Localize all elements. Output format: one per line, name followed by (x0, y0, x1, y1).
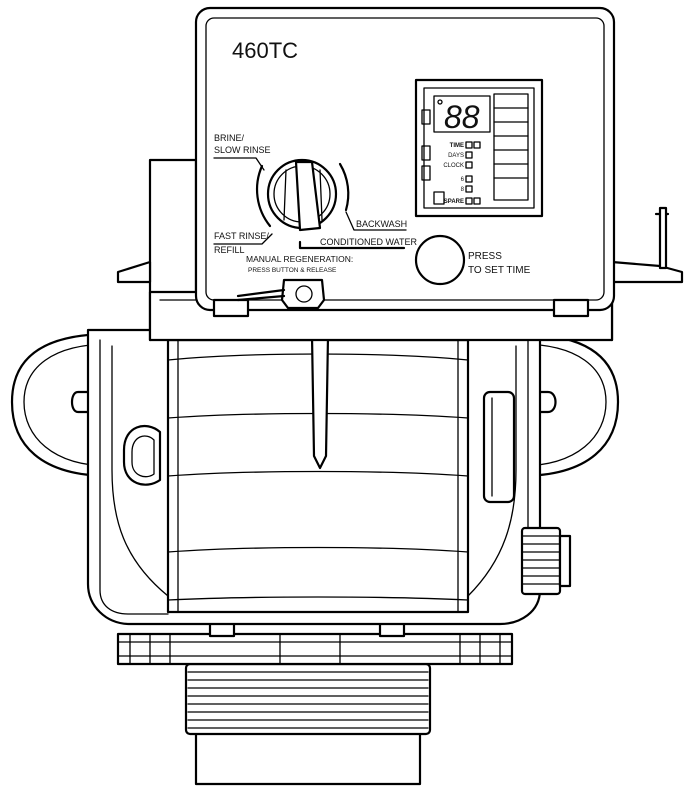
bottom-flange (116, 620, 514, 666)
timer-label-time: TIME (450, 143, 464, 149)
label-conditioned-water: CONDITIONED WATER (320, 237, 417, 247)
label-manual-regeneration: MANUAL REGENERATION: (246, 254, 353, 264)
latch-clip (236, 278, 326, 310)
regeneration-dial[interactable] (213, 157, 407, 250)
timer-label-spare: SPARE (444, 199, 464, 205)
timer-label-eight: 8 (461, 187, 465, 193)
timer-label-clock: CLOCK (443, 163, 464, 169)
set-time-label: TO SET TIME (468, 265, 531, 276)
left-port (10, 332, 112, 478)
model-number: 460TC (232, 38, 298, 63)
label-backwash: BACKWASH (356, 219, 407, 229)
timer-panel (414, 78, 544, 218)
label-slow-rinse: SLOW RINSE (214, 145, 271, 155)
right-port (518, 332, 620, 478)
label-refill: REFILL (214, 245, 245, 255)
timer-label-six: 6 (461, 177, 465, 183)
timer-label-days: DAYS (448, 153, 464, 159)
right-connector (520, 526, 572, 596)
valve-body (86, 328, 542, 626)
label-press-button-release: PRESS BUTTON & RELEASE (248, 267, 337, 274)
label-fast-rinse: FAST RINSE/ (214, 231, 269, 241)
threaded-pipe (184, 662, 432, 786)
set-time-button[interactable] (414, 234, 466, 286)
press-label: PRESS (468, 251, 502, 262)
timer-digits: 88 (444, 99, 480, 135)
label-brine: BRINE/ (214, 133, 245, 143)
